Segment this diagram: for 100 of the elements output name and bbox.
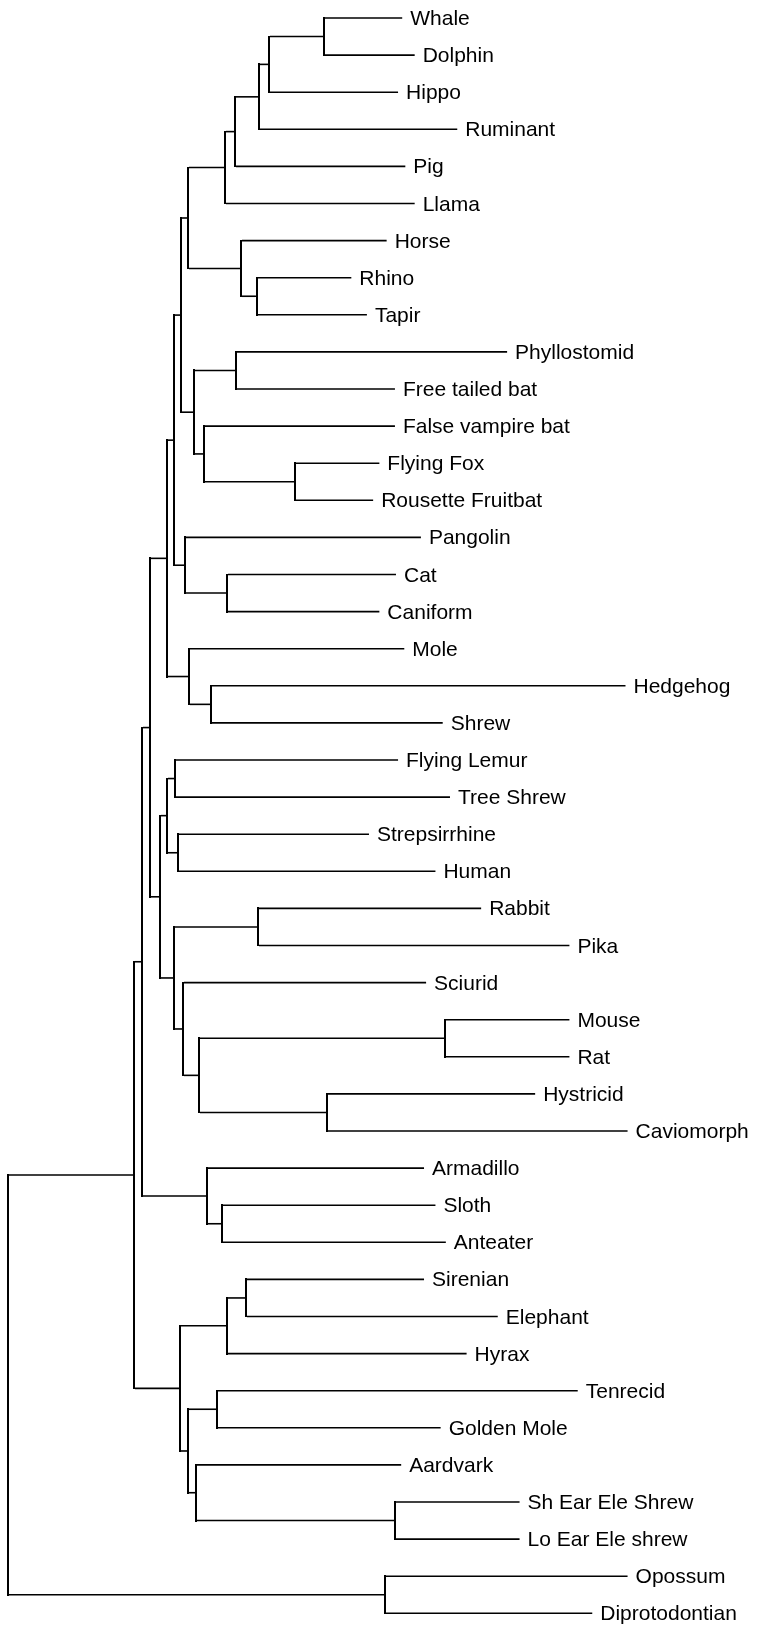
taxon-label: Rat (577, 1044, 611, 1069)
branch-line (269, 91, 399, 93)
branch-line (196, 1464, 402, 1466)
branch-line (246, 1278, 425, 1281)
taxon-label: Lo Ear Ele shrew (527, 1527, 688, 1552)
branch-line (189, 703, 211, 706)
taxon-label: Caviomorph (635, 1119, 749, 1143)
branch-line (445, 1018, 571, 1021)
taxon-label: Cat (403, 562, 437, 587)
branch-line (174, 314, 181, 316)
branch-line (194, 453, 204, 455)
branch-line (160, 814, 167, 817)
taxon-label: False vampire bat (402, 414, 570, 439)
branch-line (150, 896, 160, 898)
branch-line (225, 202, 416, 205)
branch-line (227, 1297, 246, 1299)
taxon-label: Sciurid (434, 970, 499, 995)
branch-line (167, 851, 178, 854)
branch-line (180, 1325, 227, 1327)
taxon-label: Phyllostomid (515, 339, 635, 364)
branch-line (395, 1501, 521, 1503)
branch-line (194, 369, 236, 372)
branch-line (185, 592, 227, 594)
branch-line (199, 1111, 327, 1114)
taxon-label: Pangolin (428, 525, 511, 550)
branch-line (236, 388, 396, 390)
branch-line (217, 1427, 442, 1429)
branch-line (211, 685, 627, 687)
branch-line (217, 1389, 579, 1392)
taxon-label: Anteater (453, 1230, 534, 1255)
taxon-label: Horse (394, 228, 451, 253)
taxon-label: Aardvark (409, 1452, 494, 1477)
branch-line (257, 276, 353, 279)
taxon-label: Rabbit (489, 896, 550, 921)
branch-line (227, 1352, 468, 1355)
branch-line (227, 573, 397, 576)
taxon-label: Opossum (635, 1564, 726, 1589)
branch-line (8, 1593, 385, 1596)
branch-line (188, 1408, 217, 1411)
branch-line (174, 926, 258, 928)
branch-line (188, 166, 225, 169)
branch-line (235, 96, 259, 98)
branch-line (167, 675, 189, 678)
branch-line (445, 1056, 571, 1058)
branch-line (175, 759, 399, 761)
taxon-label: Sloth (443, 1193, 492, 1218)
branch-line (174, 1028, 183, 1030)
taxon-label: Pika (577, 933, 619, 958)
taxon-label: Hyrax (474, 1341, 530, 1366)
branch-line (134, 960, 142, 963)
branch-line (259, 128, 459, 131)
branch-line (183, 981, 427, 984)
branch-line (174, 564, 185, 566)
taxon-label: Free tailed bat (402, 377, 538, 401)
taxon-label: Tenrecid (585, 1378, 666, 1403)
taxon-label: Armadillo (432, 1156, 520, 1181)
branch-line (385, 1612, 594, 1615)
taxon-label: Caniform (387, 599, 473, 624)
branch-line (324, 54, 416, 56)
taxon-label: Tree Shrew (457, 785, 566, 810)
branch-line (327, 1093, 536, 1095)
taxon-label: Strepsirrhine (376, 822, 497, 847)
taxon-label: Sh Ear Ele Shrew (527, 1490, 694, 1514)
branch-line (180, 1450, 188, 1452)
taxon-label: Rousette Fruitbat (381, 488, 543, 513)
taxon-label: Hedgehog (633, 673, 731, 698)
taxon-label: Dolphin (422, 43, 494, 68)
branch-line (188, 267, 241, 270)
branch-line (167, 439, 174, 441)
taxon-label: Llama (422, 191, 480, 216)
branch-line (246, 1315, 499, 1318)
branch-line (227, 610, 381, 613)
branch-line (211, 722, 444, 724)
branch-line (160, 977, 174, 979)
branch-line (222, 1204, 437, 1206)
branch-line (185, 536, 422, 539)
branch-line (199, 1037, 445, 1040)
branch-line (236, 351, 508, 353)
taxon-label: Hippo (406, 80, 461, 105)
branch-line (241, 239, 388, 242)
branch-line (142, 1195, 207, 1197)
branch-line (134, 1387, 180, 1390)
branch-line (204, 425, 396, 427)
branch-line (181, 217, 188, 219)
branch-line (269, 35, 324, 38)
branch-line (8, 1174, 134, 1176)
taxon-label: Mole (412, 636, 458, 661)
taxon-label: Elephant (505, 1304, 589, 1329)
taxon-label: Hystricid (543, 1081, 624, 1106)
branch-line (178, 833, 370, 835)
branch-line (181, 411, 194, 413)
taxon-label: Pig (413, 154, 444, 179)
branch-line (207, 1222, 222, 1225)
branch-line (327, 1130, 629, 1132)
branch-line (178, 870, 437, 873)
taxon-label: Shrew (450, 710, 511, 735)
branch-line (222, 1241, 447, 1244)
branch-line (295, 462, 381, 464)
taxon-label: Human (443, 859, 512, 884)
branch-line (196, 1519, 395, 1522)
